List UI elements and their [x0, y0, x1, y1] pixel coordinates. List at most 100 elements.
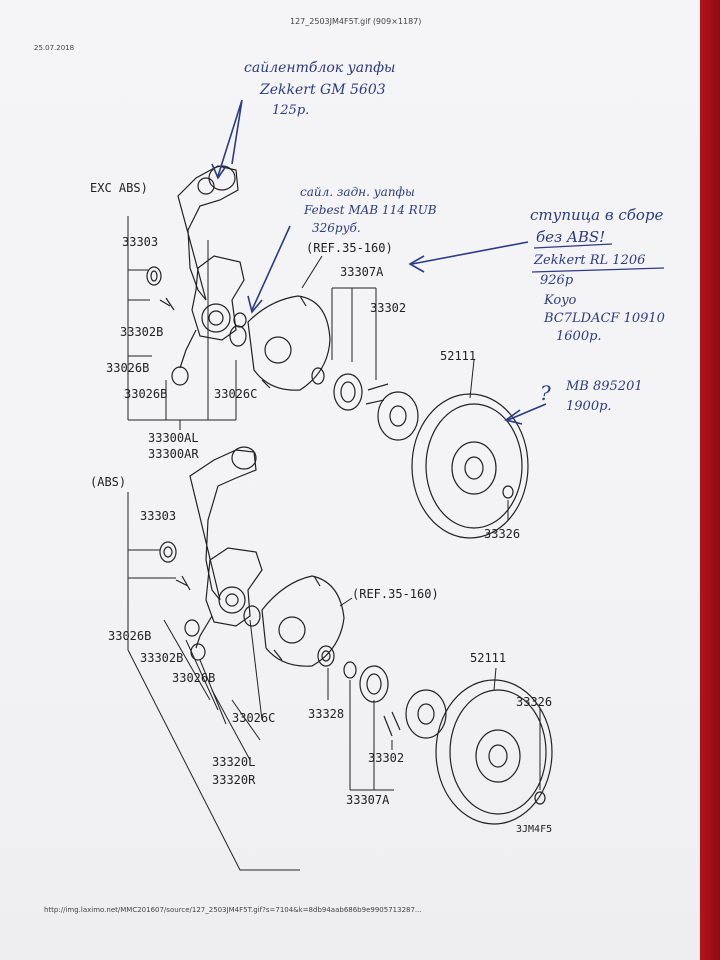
note4-line1: MB 895201: [565, 379, 643, 394]
note3-line2: без ABS!: [536, 228, 605, 246]
note4-question: ?: [540, 381, 551, 405]
red-edge-strip: [700, 0, 720, 960]
lower-ball-joint: [171, 366, 189, 386]
knuckle-bore: [201, 303, 231, 333]
upper-bushing-inner: [197, 177, 215, 195]
note3-line3: Zekkert RL 1206: [533, 253, 645, 268]
upper-control-arm-abs: [189, 449, 257, 601]
bottom-leader-lines: [127, 492, 541, 871]
diagram-code: 3JM4F5: [516, 824, 552, 835]
label-33320L: 33320L: [212, 755, 255, 769]
nut-33326-bottom: [534, 791, 546, 805]
label-33026B-top-1: 33026B: [106, 361, 149, 375]
top-assembly: [146, 165, 529, 539]
lower-ball-joint-abs: [184, 619, 200, 637]
note3-divider: [531, 267, 665, 273]
hub-assembly-inner-abs: [366, 673, 382, 695]
brake-disc-top: [411, 393, 529, 539]
hub-flange-center-abs: [417, 703, 435, 725]
dust-shield-hole: [264, 336, 292, 364]
top-labels: EXC ABS) 33303 33302B 33026B 33026B 3302…: [90, 181, 520, 541]
note4-line2: 1900р.: [566, 399, 612, 414]
label-33328: 33328: [308, 707, 344, 721]
label-33300AL: 33300AL: [148, 431, 199, 445]
label-52111-bottom: 52111: [470, 651, 506, 665]
note4-arrow: [507, 403, 547, 421]
hub-studs-abs: [383, 711, 401, 737]
note1-arrowhead: [211, 163, 227, 180]
label-33026B-bottom-2: 33026B: [172, 671, 215, 685]
label-33026C-top: 33026C: [214, 387, 257, 401]
hub-assembly: [333, 373, 363, 411]
hub-flange-abs: [405, 689, 447, 739]
knuckle-bore-inner-abs: [225, 593, 239, 607]
steering-knuckle-abs: [205, 547, 263, 627]
hub-washer-abs: [343, 661, 357, 679]
dust-shield: [247, 295, 331, 391]
bottom-labels: (ABS) 33303 33026B 33302B 33026B 33026C …: [90, 475, 552, 835]
top-leader-lines: [127, 216, 509, 520]
lower-bushing-abs: [190, 643, 206, 661]
label-52111-top: 52111: [440, 349, 476, 363]
handwritten-notes: сайлентблок уапфы Zekkert GM 5603 125р. …: [211, 60, 665, 425]
hub-flange-center: [389, 405, 407, 427]
label-33026B-bottom-1: 33026B: [108, 629, 151, 643]
note3-arrowhead: [408, 255, 425, 273]
note4-arrowhead: [504, 409, 523, 425]
note1-line3: 125р.: [272, 103, 309, 118]
label-33320R: 33320R: [212, 773, 256, 787]
steering-knuckle: [191, 255, 245, 341]
note3-arrow: [411, 241, 529, 265]
section-exc-abs: EXC ABS): [90, 181, 148, 195]
seal-33303-abs-inner: [163, 546, 173, 558]
upper-bushing: [208, 165, 236, 191]
label-ref-top: (REF.35-160): [306, 241, 393, 255]
knuckle-bore-inner: [208, 310, 224, 326]
rear-bushing-33026C: [229, 325, 247, 347]
label-33303-bottom: 33303: [140, 509, 176, 523]
bearing-33328-inner: [321, 650, 331, 662]
hub-assembly-inner: [340, 381, 356, 403]
label-33303-top: 33303: [122, 235, 158, 249]
footer-url: http://img.laximo.net/MMC201607/source/1…: [44, 906, 422, 914]
seal-33303-inner: [150, 270, 158, 282]
dust-shield-hole-abs: [278, 616, 306, 644]
label-33326-bottom: 33326: [516, 695, 552, 709]
note1-line1: сайлентблок уапфы: [244, 60, 395, 76]
note2-line2: Febest MAB 114 RUB: [303, 203, 437, 217]
note2-line1: сайл. задн. уапфы: [300, 185, 415, 199]
note1-arrow: [217, 99, 243, 177]
note3-underline: [533, 243, 613, 249]
brake-disc-bottom-hat: [475, 729, 521, 783]
brake-disc-bottom-inner: [449, 689, 547, 815]
label-33026C-bottom: 33026C: [232, 711, 275, 725]
note3-line4: 926р: [540, 273, 574, 288]
label-33326-top: 33326: [484, 527, 520, 541]
header-file-title: 127_2503JM4F5T.gif (909×1187): [290, 17, 421, 26]
rear-bushing-33026C-abs: [243, 605, 261, 627]
upper-bushing-abs: [231, 446, 257, 470]
note1-line2: Zekkert GM 5603: [259, 82, 386, 98]
brake-disc-bottom-hole: [488, 744, 508, 768]
hub-studs: [365, 383, 389, 405]
hub-flange: [377, 391, 419, 441]
nut-33326-top: [502, 485, 514, 499]
note3-line5: Koyo: [543, 293, 577, 308]
hub-assembly-abs: [359, 665, 389, 703]
label-33026B-top-2: 33026B: [124, 387, 167, 401]
label-33302B-top: 33302B: [120, 325, 163, 339]
dust-shield-lines-abs: [273, 575, 321, 661]
knuckle-bore-abs: [218, 586, 246, 614]
brake-disc-top-inner: [425, 403, 523, 529]
note2-arrowhead: [247, 295, 263, 314]
note3-line6: BC7LDACF 10910: [543, 311, 665, 326]
bearing-33328: [317, 645, 335, 667]
seal-33303-abs: [159, 541, 177, 563]
bolt-33302B-abs: [175, 575, 191, 591]
brake-disc-bottom: [435, 679, 553, 825]
brake-disc-top-hole: [464, 456, 484, 480]
label-33302B-bottom: 33302B: [140, 651, 183, 665]
knuckle-lower-arm: [179, 329, 197, 369]
label-33307A-top: 33307A: [340, 265, 384, 279]
